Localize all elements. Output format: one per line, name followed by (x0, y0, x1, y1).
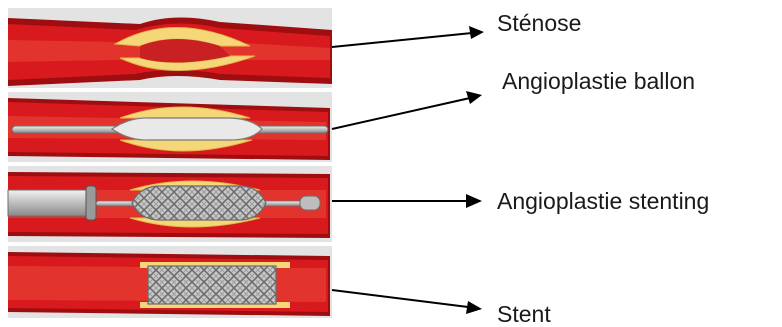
panel-stenose (8, 8, 332, 88)
panel-stenting (8, 166, 332, 242)
arrowhead-stenting (466, 194, 482, 208)
stent-on-balloon (132, 186, 266, 220)
label-stent: Stent (497, 303, 551, 326)
arrow-stenose (332, 33, 472, 47)
arrowhead-stenose (469, 26, 484, 39)
arrowhead-stent (466, 301, 482, 314)
catheter-tip (86, 186, 96, 220)
deployed-stent (148, 266, 276, 304)
arrowhead-balloon (466, 91, 482, 104)
label-stenting: Angioplastie stenting (497, 190, 709, 213)
catheter-end (300, 196, 320, 210)
panel-balloon (8, 92, 332, 162)
panel-stent (8, 246, 332, 318)
arrow-stent (332, 290, 468, 307)
label-balloon: Angioplastie ballon (502, 70, 695, 93)
arrows (332, 26, 484, 314)
guide-catheter (8, 190, 94, 216)
label-stenose: Sténose (497, 12, 581, 35)
arrow-balloon (332, 98, 470, 129)
balloon (112, 118, 262, 140)
